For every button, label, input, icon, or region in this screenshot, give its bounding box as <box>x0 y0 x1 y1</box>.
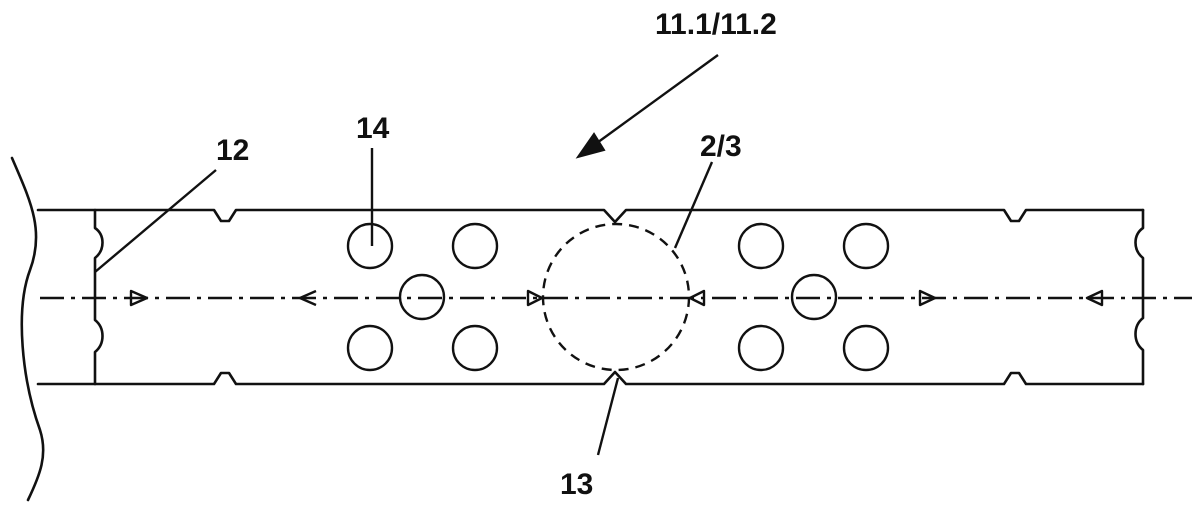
arrowhead-left-2 <box>688 289 706 307</box>
arrowhead-right-3 <box>918 289 937 307</box>
label-circle: 2/3 <box>700 130 742 163</box>
label-notch: 13 <box>560 468 593 501</box>
leader-13 <box>596 377 620 456</box>
label-hole: 14 <box>356 112 390 145</box>
hole <box>346 222 394 270</box>
hole <box>737 222 785 270</box>
hole <box>842 324 890 372</box>
hole <box>842 222 890 270</box>
left-break-line <box>10 156 45 502</box>
leader-2-3 <box>673 161 714 249</box>
hole <box>790 273 838 321</box>
leader-11-arrowhead <box>575 132 606 159</box>
strip-bottom-edge <box>36 370 1145 386</box>
label-assembly: 11.1/11.2 <box>655 8 777 41</box>
arrowhead-left-1 <box>298 289 317 307</box>
arrowhead-left-3 <box>1085 289 1104 307</box>
leader-11 <box>589 54 719 149</box>
label-edge: 12 <box>216 134 249 167</box>
hole <box>737 324 785 372</box>
strip-top-edge <box>36 208 1145 224</box>
arrowhead-right-2 <box>526 289 544 307</box>
hole <box>451 324 499 372</box>
strip-left-edge <box>93 208 104 386</box>
center-dashed-circle <box>541 222 691 372</box>
leader-12 <box>94 169 217 273</box>
arrowhead-right-1 <box>129 289 149 307</box>
hole <box>398 273 446 321</box>
hole <box>451 222 499 270</box>
hole <box>346 324 394 372</box>
strip-right-end <box>1134 208 1145 386</box>
